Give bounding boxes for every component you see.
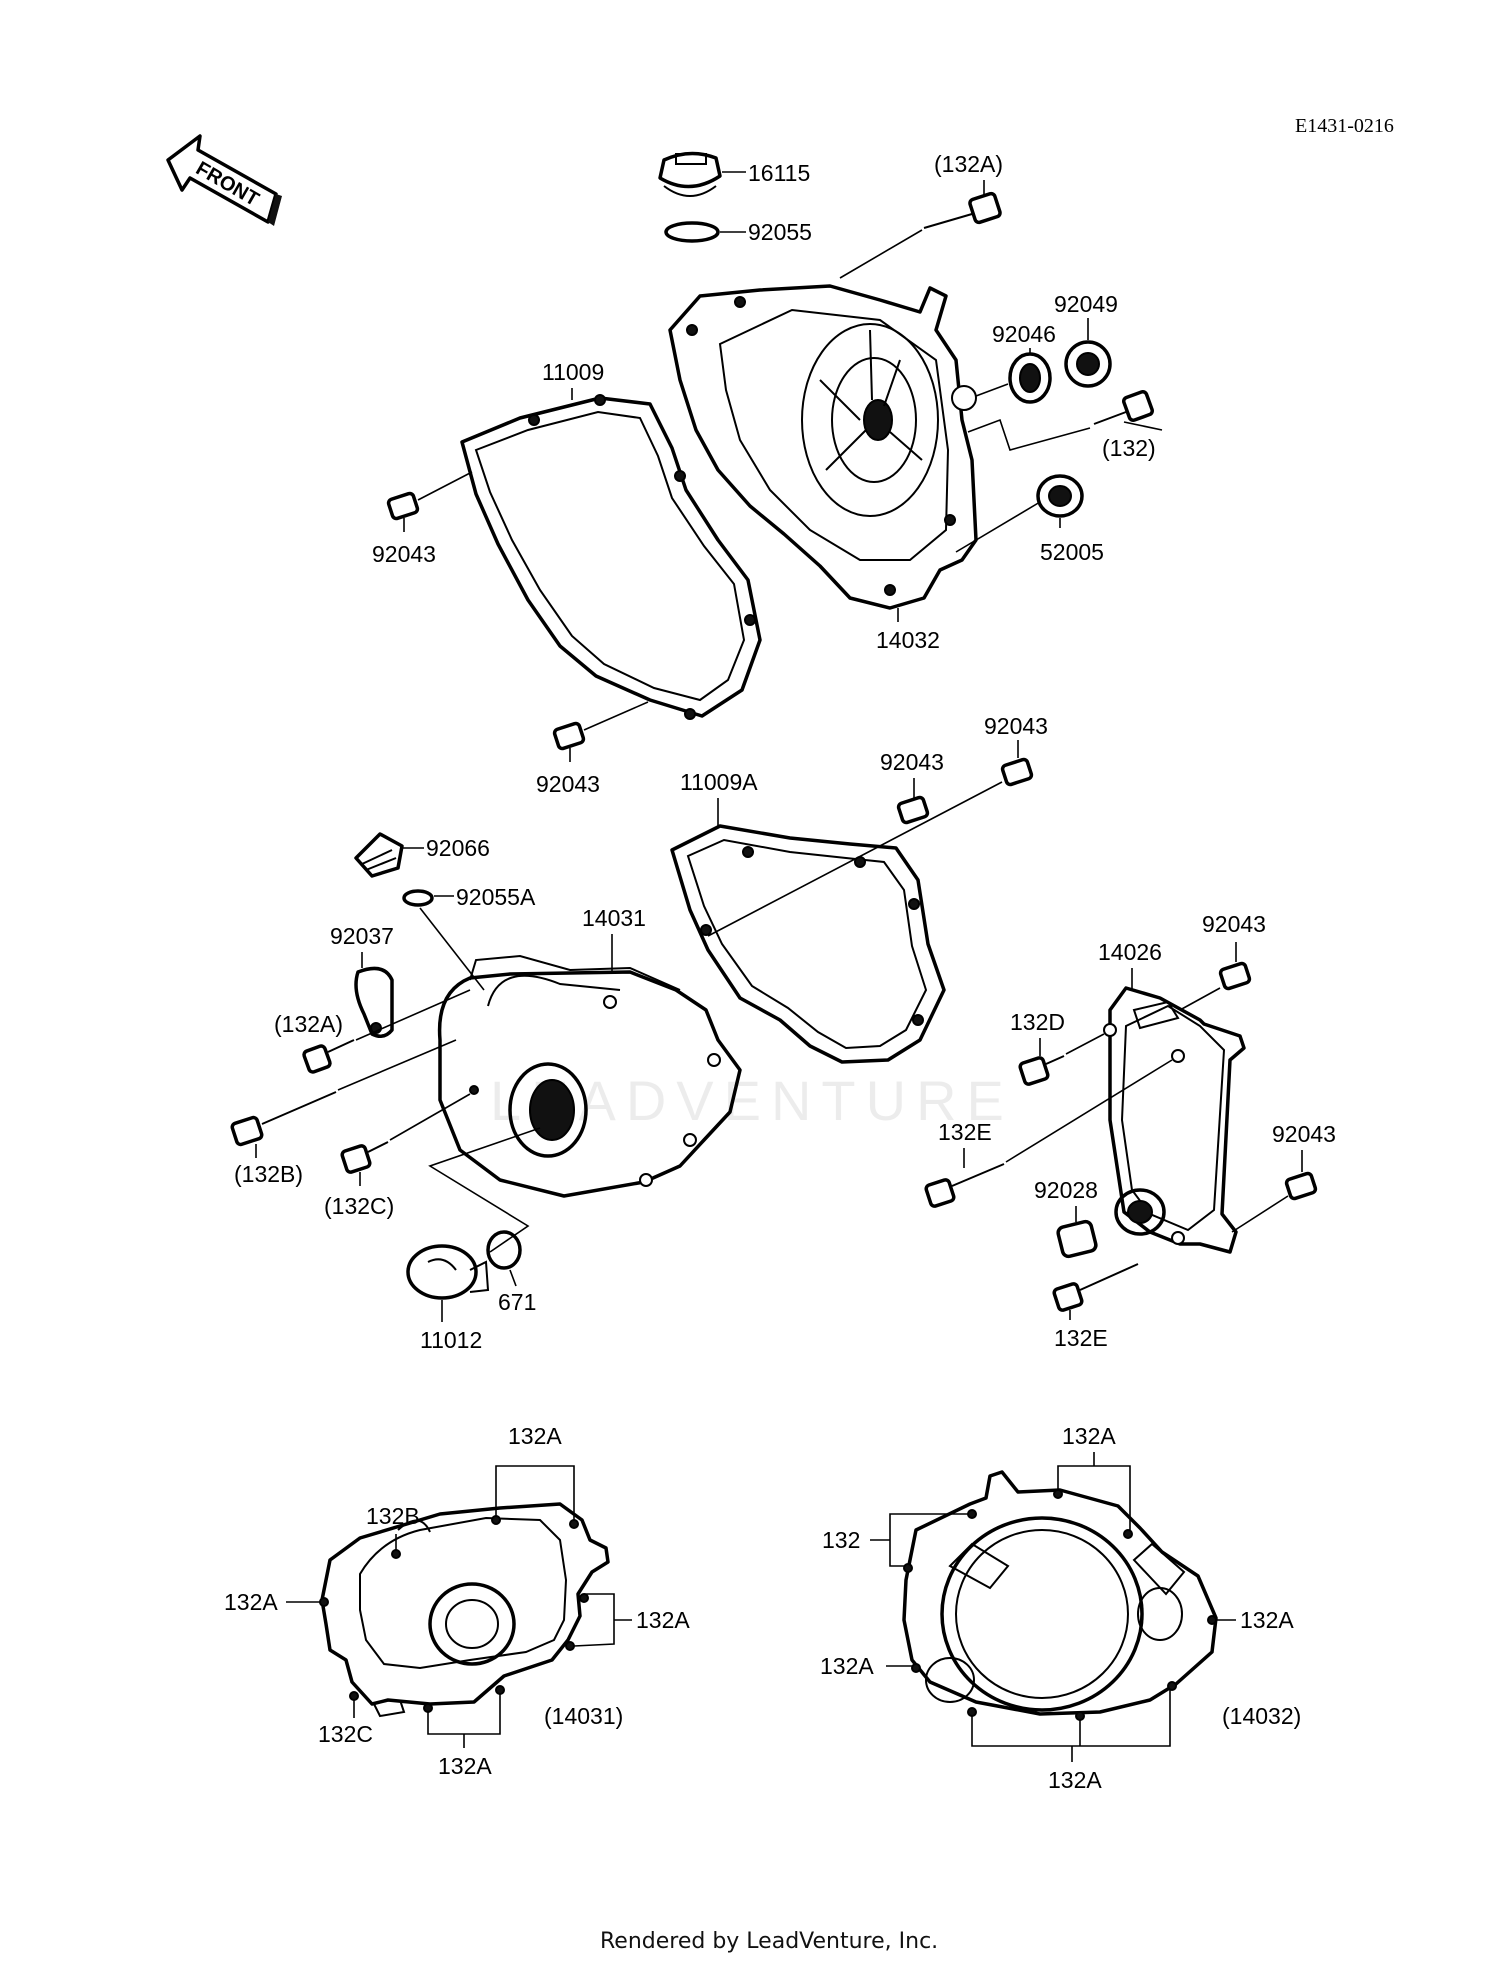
bolt bbox=[230, 1091, 337, 1147]
callout-11012: 11012 bbox=[420, 1327, 482, 1353]
o-ring-671 bbox=[486, 1230, 522, 1270]
callout-14031: 14031 bbox=[582, 905, 646, 931]
dowel-pin bbox=[552, 721, 586, 751]
dowel-pin bbox=[1218, 961, 1252, 991]
front-arrow-icon: FRONT bbox=[166, 134, 282, 226]
callout-132E-b: 132E bbox=[1054, 1325, 1108, 1351]
callout-92049: 92049 bbox=[1054, 291, 1118, 317]
callout-671: 671 bbox=[498, 1289, 536, 1315]
callout-14032: 14032 bbox=[876, 627, 940, 653]
bolt-map-right-132A-left: 132A bbox=[820, 1653, 874, 1679]
callout-52005: 52005 bbox=[1040, 539, 1104, 565]
footer-credit: Rendered by LeadVenture, Inc. bbox=[600, 1929, 938, 1954]
dowel-pin bbox=[1284, 1171, 1318, 1201]
gasket-11009A bbox=[670, 824, 946, 1064]
timing-cap bbox=[406, 1244, 490, 1300]
dowel-pin bbox=[386, 491, 420, 521]
bolt-map-left-132A-top: 132A bbox=[508, 1423, 562, 1449]
generator-cover-left bbox=[437, 954, 742, 1198]
bolt-map-left-132A-bottom: 132A bbox=[438, 1753, 492, 1779]
callout-92055: 92055 bbox=[748, 219, 812, 245]
callout-92037: 92037 bbox=[330, 923, 394, 949]
bolt-map-14032 bbox=[902, 1470, 1218, 1721]
bolt-map-right-132A-bottom: 132A bbox=[1048, 1767, 1102, 1793]
callout-92043-d: 92043 bbox=[984, 713, 1048, 739]
oil-filler-cap bbox=[658, 151, 722, 197]
bearing bbox=[1064, 340, 1112, 388]
bolt bbox=[1018, 1055, 1065, 1086]
callout-132C: (132C) bbox=[324, 1193, 394, 1219]
bolt-map-left-132A-left: 132A bbox=[224, 1589, 278, 1615]
dowel-pin bbox=[896, 795, 930, 825]
bolt-map-left-132A-right: 132A bbox=[636, 1607, 690, 1633]
bolt-map-right-132: 132 bbox=[822, 1527, 860, 1553]
bolt-map-right-132A-top: 132A bbox=[1062, 1423, 1116, 1449]
oil-seal-52005 bbox=[1036, 474, 1084, 518]
callout-92043-e: 92043 bbox=[1202, 911, 1266, 937]
collar bbox=[1056, 1219, 1098, 1259]
diagram-code: E1431-0216 bbox=[1295, 115, 1394, 137]
bolt bbox=[302, 1039, 355, 1074]
callout-92046: 92046 bbox=[992, 321, 1056, 347]
gasket bbox=[460, 394, 762, 720]
bolt bbox=[1093, 389, 1155, 425]
bolt bbox=[340, 1141, 389, 1174]
bolt-map-left-132B: 132B bbox=[366, 1503, 420, 1529]
callout-132A-mid: (132A) bbox=[274, 1011, 343, 1037]
callout-92028: 92028 bbox=[1034, 1177, 1098, 1203]
bolt bbox=[923, 191, 1002, 229]
callout-14026: 14026 bbox=[1098, 939, 1162, 965]
callout-132-paren: (132) bbox=[1102, 435, 1156, 461]
bolt-map-14031 bbox=[319, 1502, 610, 1718]
bolt bbox=[1052, 1263, 1139, 1312]
bolt-map-right-132A-right: 132A bbox=[1240, 1607, 1294, 1633]
plug bbox=[354, 832, 404, 878]
callout-132B: (132B) bbox=[234, 1161, 303, 1187]
o-ring bbox=[664, 221, 720, 243]
bolt bbox=[924, 1163, 1005, 1208]
chain-cover bbox=[1103, 986, 1246, 1254]
bolt-map-right-ref: (14032) bbox=[1222, 1703, 1301, 1729]
callout-92043-c: 92043 bbox=[880, 749, 944, 775]
callout-16115: 16115 bbox=[748, 160, 810, 186]
dowel-pin bbox=[1000, 757, 1034, 787]
callout-132A-top: (132A) bbox=[934, 151, 1003, 177]
callout-132D: 132D bbox=[1010, 1009, 1065, 1035]
bolt-map-left-ref: (14031) bbox=[544, 1703, 623, 1729]
oil-seal bbox=[1008, 352, 1052, 404]
callout-132E-a: 132E bbox=[938, 1119, 992, 1145]
callout-92043-b: 92043 bbox=[536, 771, 600, 797]
callout-92055A: 92055A bbox=[456, 884, 536, 910]
callout-92043-a: 92043 bbox=[372, 541, 436, 567]
bolt-map-left-132C: 132C bbox=[318, 1721, 373, 1747]
callout-92066: 92066 bbox=[426, 835, 490, 861]
o-ring bbox=[402, 889, 434, 907]
callout-11009: 11009 bbox=[542, 359, 604, 385]
callout-92043-f: 92043 bbox=[1272, 1121, 1336, 1147]
callout-11009A: 11009A bbox=[680, 769, 758, 795]
